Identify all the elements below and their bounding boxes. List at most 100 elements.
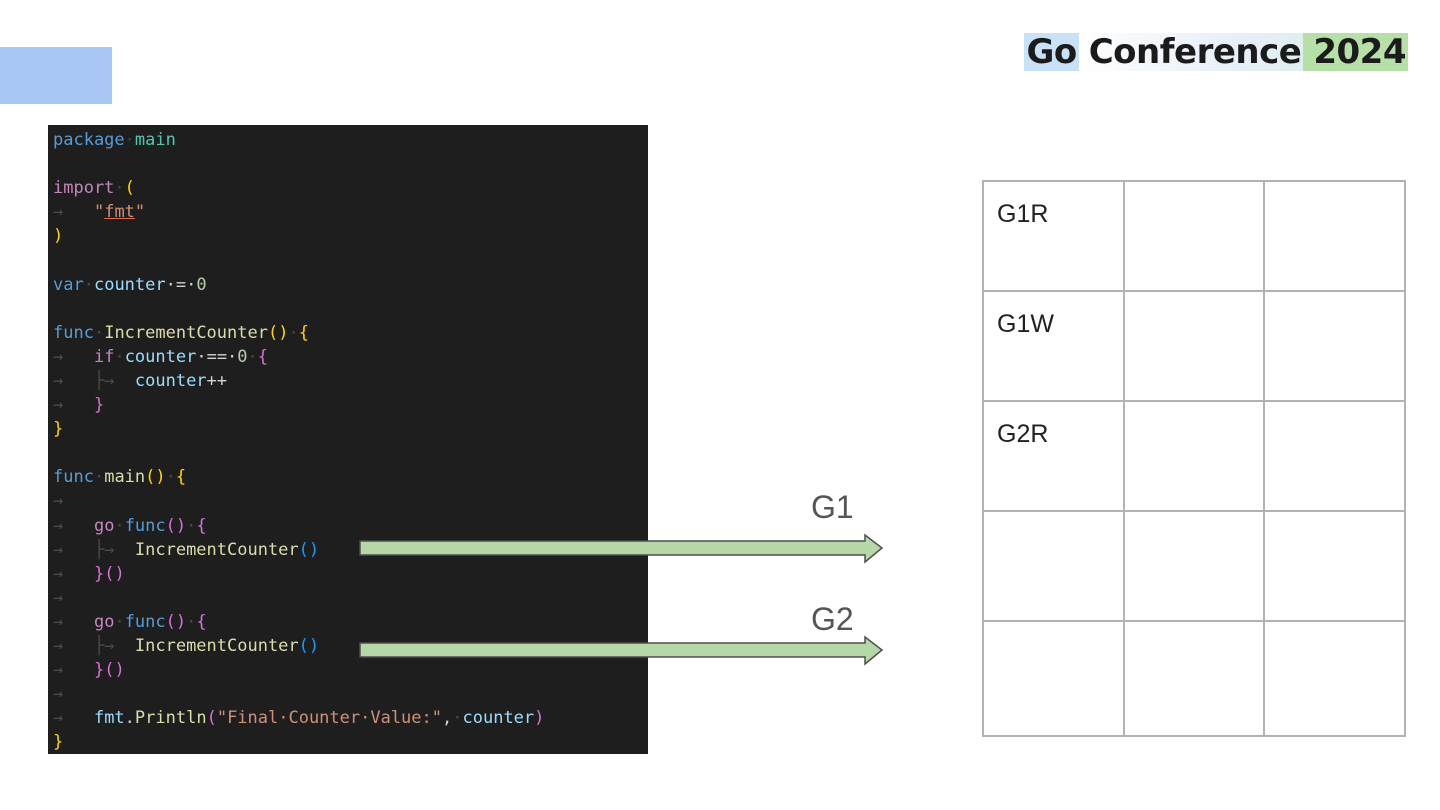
code-line: → go·func()·{ <box>53 610 648 634</box>
code-token: { <box>257 346 269 367</box>
code-token: if <box>93 346 115 367</box>
code-token: } <box>53 419 64 440</box>
code-line: } <box>53 730 648 754</box>
code-token: → <box>53 708 94 729</box>
code-token: IncrementCounter <box>134 635 299 656</box>
code-token: → ├→ <box>53 635 135 656</box>
code-token: { <box>196 515 207 536</box>
code-token: main <box>104 467 146 488</box>
grid-cell <box>982 620 1125 737</box>
code-token: · <box>114 611 125 632</box>
code-token: { <box>298 322 309 343</box>
code-token: () <box>104 563 125 584</box>
code-token: ( <box>206 708 217 729</box>
grid-row <box>982 510 1406 622</box>
code-token: func <box>53 322 94 343</box>
code-editor-panel: package·main import·(→ "fmt") var·counte… <box>48 125 648 754</box>
code-token: · <box>93 467 105 488</box>
code-token: func <box>124 611 166 632</box>
grid-cell <box>1263 290 1406 402</box>
brand-word-year: 2024 <box>1303 33 1408 71</box>
code-token: → <box>53 202 94 223</box>
code-token: ·=· <box>165 274 197 295</box>
code-token: () <box>267 322 289 343</box>
code-token: "Final·Counter·Value:" <box>216 708 442 729</box>
goroutine-arrow-g1 <box>359 533 884 564</box>
code-line: → ├→ counter++ <box>53 369 648 393</box>
code-line: ) <box>53 224 648 248</box>
code-line: → <box>53 586 648 610</box>
code-token: · <box>114 178 125 199</box>
code-token: . <box>124 708 135 729</box>
code-token: func <box>53 467 94 488</box>
code-token: counter <box>93 274 166 295</box>
grid-cell <box>1263 400 1406 512</box>
grid-cell <box>1263 510 1406 622</box>
code-line: package·main <box>53 128 648 152</box>
code-token: → <box>53 684 64 705</box>
code-token: · <box>186 515 197 536</box>
code-token: { <box>175 467 187 488</box>
code-line <box>53 441 648 465</box>
brand-word-conference: Conference <box>1078 33 1304 71</box>
code-line <box>53 297 648 321</box>
code-token: ( <box>124 178 135 199</box>
code-token: Println <box>134 708 207 729</box>
code-token: import <box>53 178 115 199</box>
code-token: · <box>452 708 463 729</box>
code-token: 0 <box>237 346 248 367</box>
code-token: func <box>124 515 166 536</box>
code-line: func·IncrementCounter()·{ <box>53 321 648 345</box>
code-token: · <box>114 515 125 536</box>
grid-cell: G1W <box>982 290 1125 402</box>
grid-cell <box>1122 620 1266 737</box>
goroutine-label-g2: G2 <box>811 601 854 637</box>
brand-word-go: Go <box>1024 32 1079 72</box>
grid-cell <box>982 510 1125 622</box>
grid-cell <box>1263 180 1406 292</box>
code-token: } <box>93 395 105 416</box>
code-line: → fmt.Println("Final·Counter·Value:",·co… <box>53 706 648 730</box>
code-token: go <box>93 515 115 536</box>
code-token: · <box>165 467 176 488</box>
code-token: counter <box>124 346 197 367</box>
code-token: fmt <box>93 708 125 729</box>
code-line: → ├→ IncrementCounter() <box>53 538 648 562</box>
code-token: → ├→ <box>53 370 135 391</box>
code-token: , <box>442 708 453 729</box>
code-token: → <box>53 346 94 367</box>
code-token: → <box>53 491 64 512</box>
code-token: → <box>53 587 64 608</box>
code-token: } <box>53 732 64 753</box>
code-token: var <box>53 274 84 295</box>
code-token: " <box>134 202 146 223</box>
grid-row: G1W <box>982 290 1406 402</box>
grid-row: G2R <box>982 400 1406 512</box>
grid-cell <box>1122 400 1266 512</box>
conference-brand: Go Conference 2024 <box>1024 33 1408 71</box>
code-line: import·( <box>53 176 648 200</box>
code-token: · <box>114 346 125 367</box>
code-line: → <box>53 682 648 706</box>
code-token: IncrementCounter <box>134 539 299 560</box>
code-token: } <box>93 660 105 681</box>
code-token: IncrementCounter <box>104 322 268 343</box>
grid-cell <box>1263 620 1406 737</box>
code-token: () <box>104 660 125 681</box>
code-token: } <box>93 563 105 584</box>
code-line: } <box>53 417 648 441</box>
code-token: → <box>53 660 94 681</box>
code-token: → ├→ <box>53 539 135 560</box>
grid-cell <box>1122 180 1266 292</box>
code-line: var·counter·=·0 <box>53 273 648 297</box>
grid-cell <box>1122 290 1266 402</box>
code-line <box>53 248 648 272</box>
grid-row <box>982 620 1406 737</box>
code-line: → }() <box>53 562 648 586</box>
grid-row: G1R <box>982 180 1406 292</box>
code-token: ) <box>534 708 545 729</box>
code-token: · <box>186 611 197 632</box>
code-line: → if·counter·==·0·{ <box>53 345 648 369</box>
code-token: → <box>53 395 94 416</box>
